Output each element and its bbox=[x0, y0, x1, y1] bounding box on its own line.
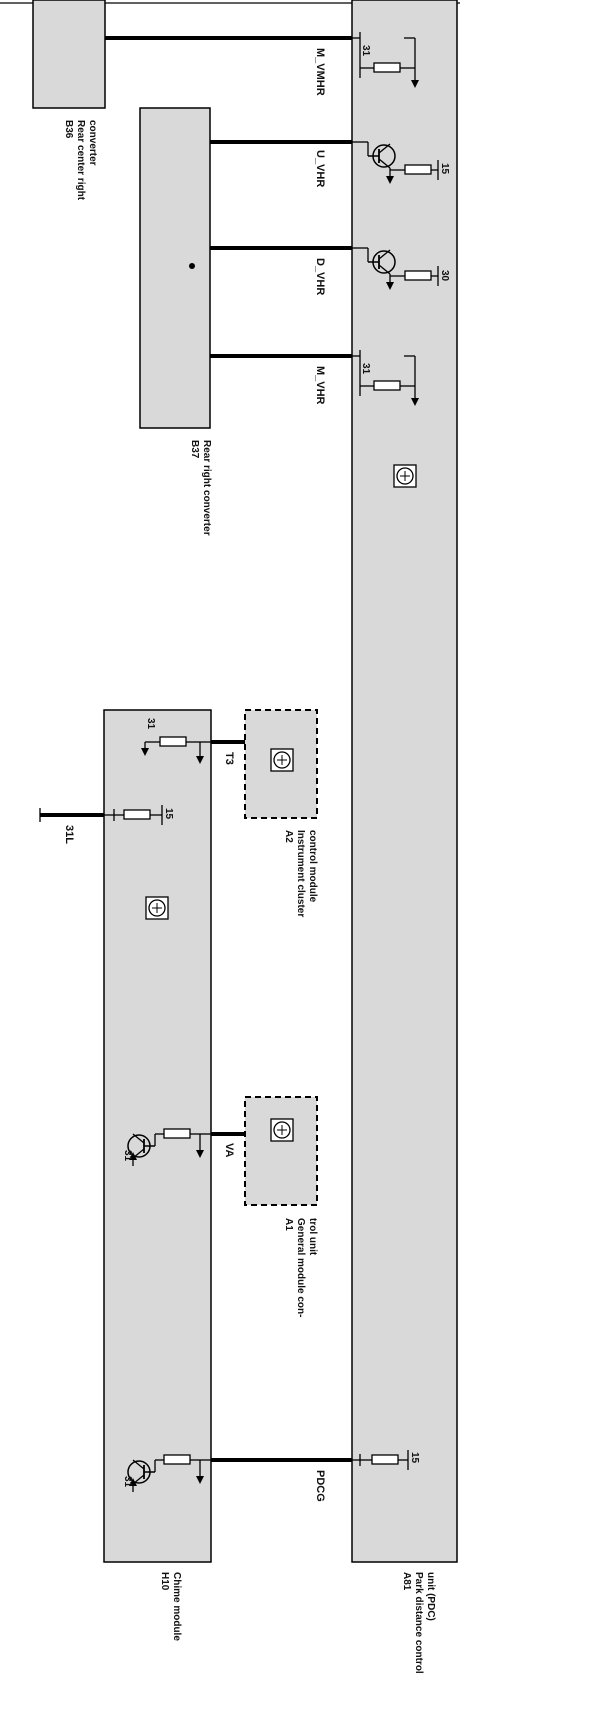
a81-pin-15-b: 15 bbox=[409, 1452, 420, 1464]
b37-name: Rear right converter bbox=[201, 440, 212, 536]
signal-label-m-vhr: M_VHR bbox=[314, 366, 326, 405]
b36-name: Rear center right bbox=[75, 120, 86, 201]
h10-circuit-pdcg: 31 bbox=[122, 1454, 211, 1493]
h10-pin-31-c: 31 bbox=[122, 1476, 133, 1488]
h10-pin-31-a: 31 bbox=[145, 718, 156, 730]
a81-circuit-u-vhr: 15 bbox=[352, 141, 450, 184]
a81-code: A81 bbox=[401, 1572, 412, 1591]
h10-pin-31-b: 31 bbox=[122, 1150, 133, 1162]
signal-label-va: VA bbox=[223, 1143, 235, 1158]
a81-circuit-m-vhr: 31 bbox=[352, 350, 419, 406]
a81-pin-31-a: 31 bbox=[360, 45, 371, 57]
h10-pin-15: 15 bbox=[163, 808, 174, 820]
a81-pin-30: 30 bbox=[439, 270, 450, 282]
signal-label-pdcg: PDCG bbox=[314, 1470, 326, 1502]
h10-circuit-31l: 15 bbox=[104, 805, 174, 825]
a81-pin-31-b: 31 bbox=[360, 363, 371, 375]
a81-name: Park distance control bbox=[413, 1572, 424, 1674]
a81-circuit-d-vhr: 30 bbox=[352, 247, 450, 290]
a1-control-unit-icon bbox=[270, 1118, 294, 1142]
signal-label-t3: T3 bbox=[223, 752, 235, 765]
a2-name-2: control module bbox=[307, 830, 318, 903]
b37-marker-dot bbox=[189, 263, 195, 269]
a81-circuit-m-vmhr: 31 bbox=[352, 32, 419, 88]
signal-label-m-vmhr: M_VMHR bbox=[314, 48, 326, 96]
a81-pdc-unit-box bbox=[351, 0, 458, 1563]
h10-circuit-va: 31 bbox=[122, 1128, 211, 1167]
a1-code: A1 bbox=[283, 1218, 294, 1231]
a2-name: Instrument cluster bbox=[295, 830, 306, 917]
a1-name-2: trol unit bbox=[307, 1218, 318, 1256]
b36-name-2: converter bbox=[87, 120, 98, 166]
b37-code: B37 bbox=[189, 440, 200, 459]
a81-pin-15-a: 15 bbox=[439, 163, 450, 175]
a81-name-2: unit (PDC) bbox=[425, 1572, 436, 1621]
signal-label-31l: 31L bbox=[63, 825, 75, 844]
b36-code: B36 bbox=[63, 120, 74, 139]
signal-label-u-vhr: U_VHR bbox=[314, 150, 326, 187]
b37-converter-box bbox=[139, 107, 211, 429]
h10-code: H10 bbox=[159, 1572, 170, 1591]
a2-control-unit-icon bbox=[270, 748, 294, 772]
a2-code: A2 bbox=[283, 830, 294, 843]
h10-name: Chime module bbox=[171, 1572, 182, 1641]
b36-converter-box bbox=[32, 0, 106, 109]
a81-circuit-pdcg: 15 bbox=[352, 1450, 420, 1470]
h10-chime-module-box bbox=[103, 709, 212, 1563]
a1-name: General module con- bbox=[295, 1218, 306, 1317]
a81-control-unit-icon bbox=[393, 464, 417, 488]
signal-label-d-vhr: D_VHR bbox=[314, 258, 326, 295]
a1-general-module-box bbox=[244, 1096, 318, 1206]
h10-control-unit-icon bbox=[145, 896, 169, 920]
h10-circuit-t3: 31 bbox=[141, 718, 211, 764]
